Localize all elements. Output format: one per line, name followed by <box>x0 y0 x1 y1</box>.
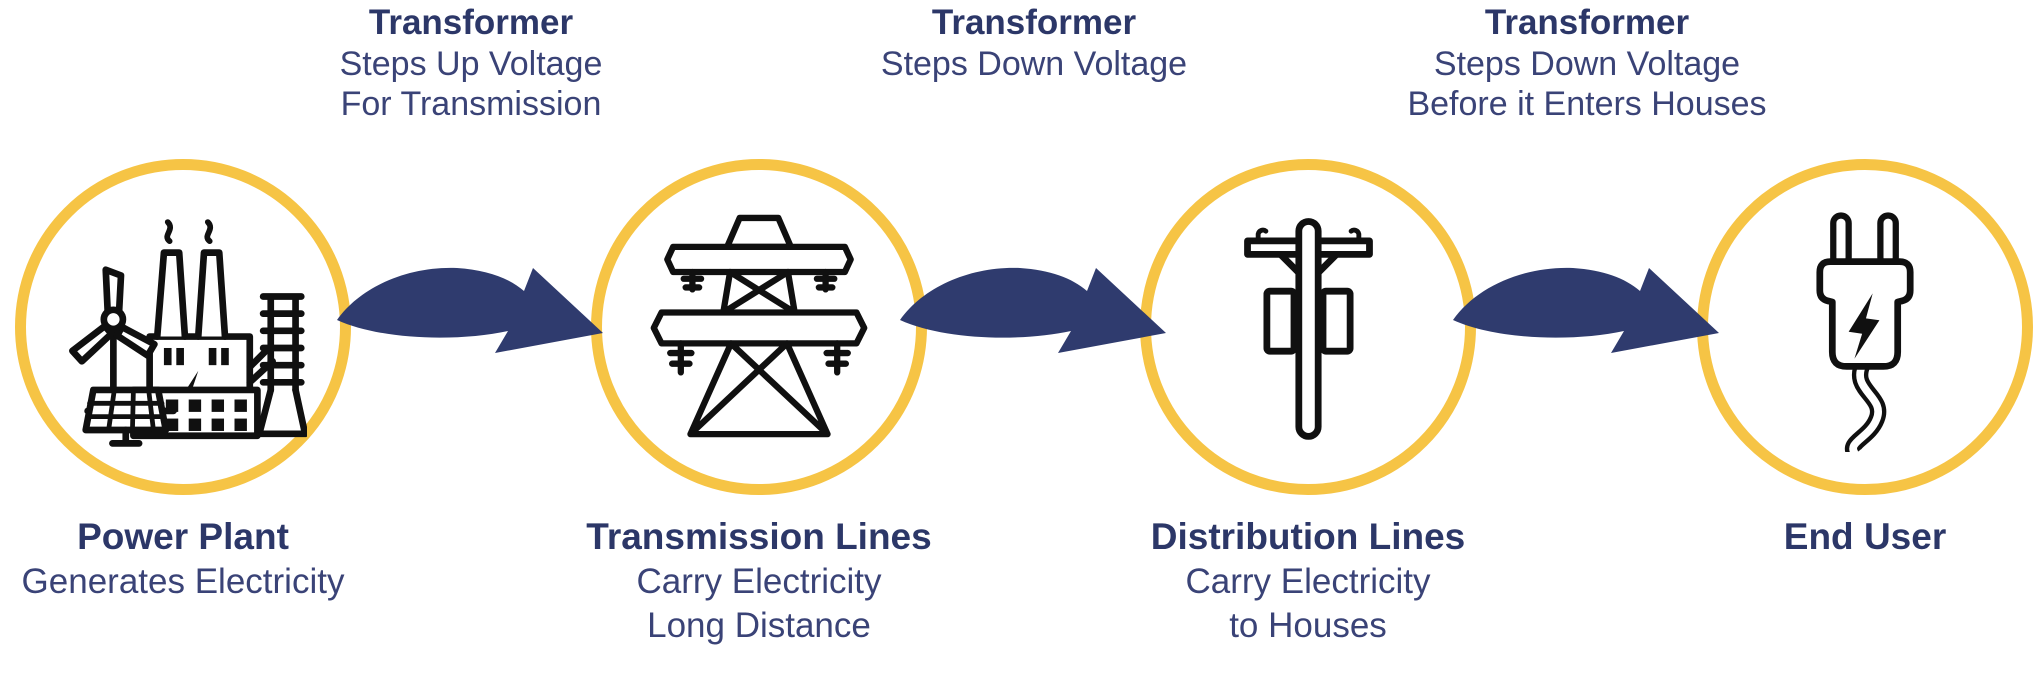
transformer-subtitle-line: For Transmission <box>340 85 602 124</box>
transformer-label-3: Transformer Steps Down Voltage Before it… <box>1327 2 1847 124</box>
power-plant-circle <box>15 159 351 495</box>
transformer-subtitle-line: Steps Down Voltage <box>1433 45 1741 83</box>
power-plug-icon <box>1816 212 1914 452</box>
transformer-title: Transformer <box>1484 3 1690 42</box>
stage-subtitle-line: Long Distance <box>647 605 871 645</box>
transmission-lines-label: Transmission Lines Carry Electricity Lon… <box>499 514 1019 647</box>
distribution-lines-circle <box>1140 159 1476 495</box>
stage-subtitle-line: Carry Electricity <box>1185 562 1431 602</box>
transformer-label-1: Transformer Steps Up Voltage For Transmi… <box>211 2 731 124</box>
stage-title: Power Plant <box>77 516 289 557</box>
transmission-lines-circle <box>591 159 927 495</box>
transformer-subtitle-line: Steps Down Voltage <box>880 45 1188 83</box>
stage-title: Distribution Lines <box>1150 516 1466 557</box>
stage-title: Transmission Lines <box>586 516 932 557</box>
transformer-label-2: Transformer Steps Down Voltage <box>774 2 1294 84</box>
distribution-lines-label: Distribution Lines Carry Electricity to … <box>1048 514 1568 647</box>
stage-subtitle-line: Carry Electricity <box>636 562 882 602</box>
stage-subtitle-line: to Houses <box>1229 605 1387 645</box>
stage-title: End User <box>1783 516 1947 557</box>
transformer-title: Transformer <box>931 3 1137 42</box>
utility-pole-icon <box>1243 218 1373 440</box>
transformer-subtitle-line: Before it Enters Houses <box>1407 85 1767 124</box>
end-user-circle <box>1697 159 2033 495</box>
transformer-subtitle-line: Steps Up Voltage <box>339 45 603 83</box>
end-user-label: End User <box>1605 514 2034 560</box>
stage-subtitle-line: Generates Electricity <box>21 562 345 602</box>
flow-arrow-1-icon <box>337 267 603 353</box>
flow-arrow-2-icon <box>900 267 1166 353</box>
flow-arrow-3-icon <box>1453 267 1719 353</box>
transformer-title: Transformer <box>368 3 574 42</box>
transmission-tower-icon <box>650 214 868 438</box>
power-plant-icon <box>69 219 307 447</box>
power-plant-label: Power Plant Generates Electricity <box>0 514 443 604</box>
